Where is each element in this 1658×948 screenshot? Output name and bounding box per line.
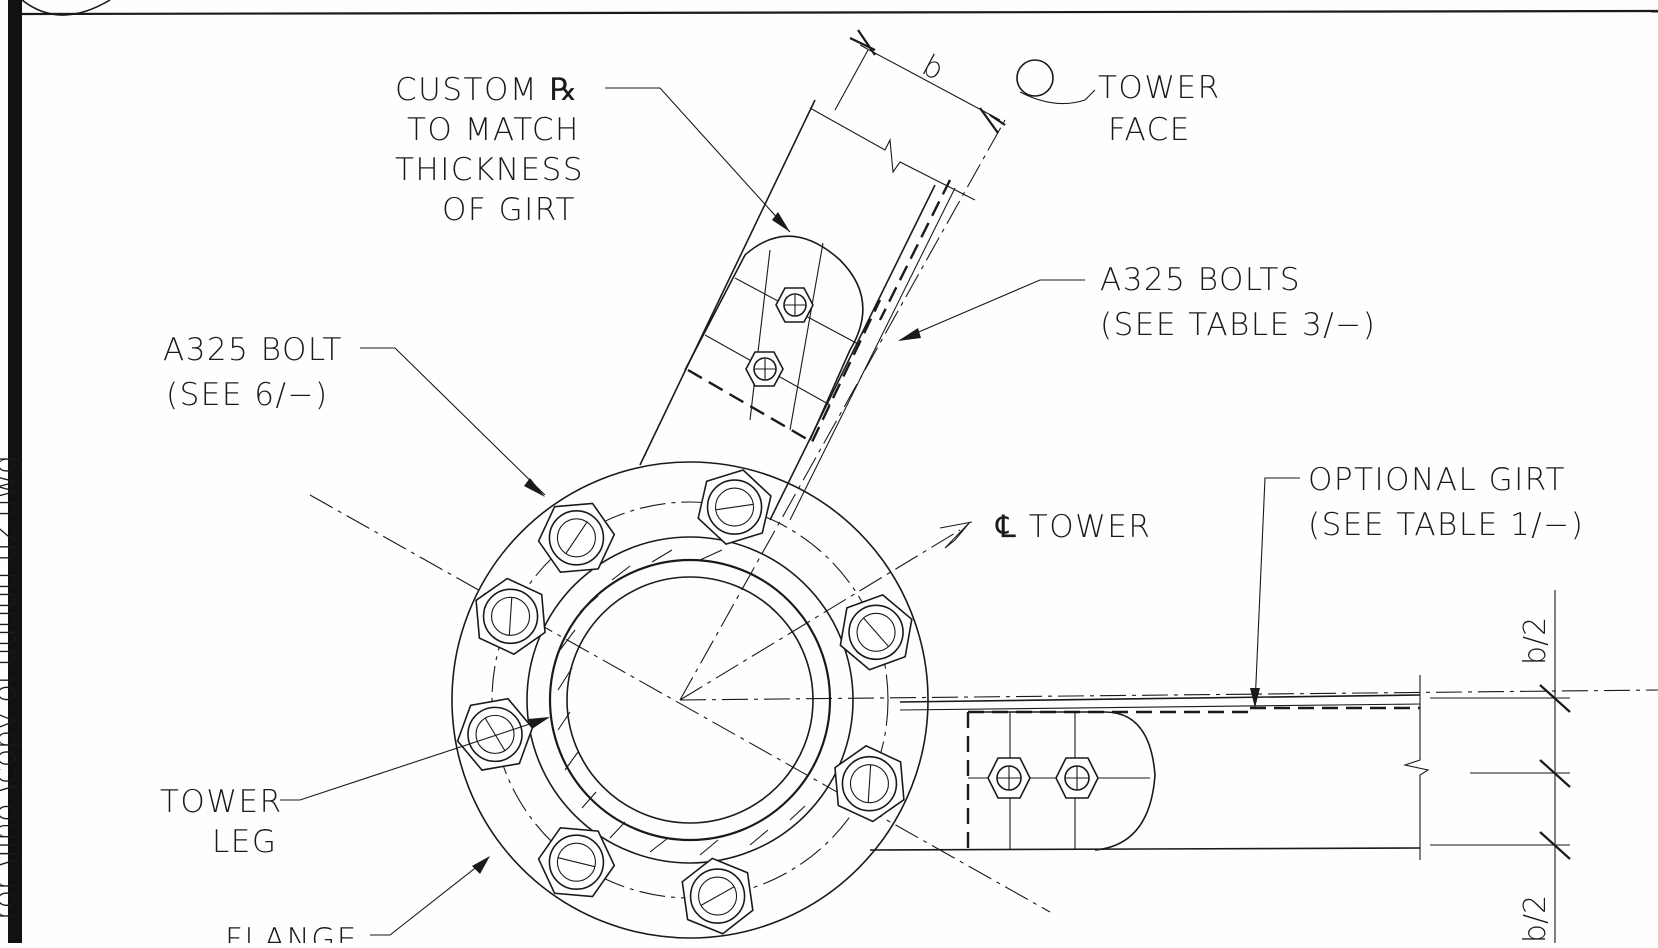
dimension-b-half-bottom: b/2 (1518, 895, 1553, 943)
flange-assembly (451, 461, 929, 939)
flange-bolt (697, 469, 772, 546)
label-tower-leg: TOWER LEG (160, 784, 283, 860)
optional-girt-line-2: (SEE TABLE 1/−) (1308, 507, 1584, 543)
flange-label: FLANGE (225, 922, 358, 943)
upper-plate-bolt (775, 287, 814, 323)
leaders (280, 59, 1300, 936)
flange-bolt (475, 577, 546, 656)
custom-plate-line-2: TO MATCH (407, 112, 580, 148)
flange-bolt (681, 857, 754, 935)
label-flange: FLANGE (225, 922, 358, 948)
tower-center-arrowhead (944, 521, 971, 549)
lower-girt-plate (869, 675, 1430, 860)
label-optional-girt: OPTIONAL GIRT (SEE TABLE 1/−) (1308, 462, 1584, 543)
tower-leg-inner (566, 576, 814, 824)
flange-outer (451, 461, 929, 939)
side-path-text: ror \Ilno \copy ol uuuuu uz.uwg (0, 456, 23, 920)
flange-bolt (537, 826, 616, 898)
diagonal-centerline (309, 494, 1051, 913)
label-tower-center: ℄ TOWER (995, 509, 1151, 545)
dimension-b-half: b/2 b/2 (1430, 590, 1571, 943)
tower-leg-hatch (557, 549, 806, 856)
custom-plate-line-1: CUSTOM ℞ (395, 72, 579, 108)
tower-face-centerline (679, 119, 1006, 701)
upper-plate-bolt (745, 351, 784, 387)
tower-face-line-2: FACE (1108, 112, 1191, 148)
tower-center-ray (679, 529, 961, 701)
dimension-b-half-top: b/2 (1518, 617, 1553, 665)
label-a325-bolts: A325 BOLTS (SEE TABLE 3/−) (1100, 262, 1376, 343)
a325-bolts-line-1: A325 BOLTS (1100, 262, 1301, 298)
tower-face-line-1: TOWER (1098, 70, 1221, 106)
flange-bolt (456, 697, 534, 771)
a325-bolt-line-1: A325 BOLT (163, 332, 343, 368)
circle-callout-icon (1016, 59, 1054, 97)
flange-bolt (839, 593, 913, 671)
tower-leg-line-2: LEG (212, 824, 277, 860)
a325-bolts-line-2: (SEE TABLE 3/−) (1100, 307, 1376, 343)
optional-girt-line-1: OPTIONAL GIRT (1308, 462, 1566, 498)
flange-bolts (456, 469, 913, 935)
sheet-border (8, 0, 1658, 943)
custom-plate-line-4: OF GIRT (442, 192, 576, 228)
dimension-b-label: b (916, 48, 949, 88)
dimension-b: b (834, 29, 1006, 134)
label-custom-plate: CUSTOM ℞ TO MATCH THICKNESS OF GIRT (395, 72, 584, 228)
upper-girt-plate (639, 99, 976, 521)
sheet-side-path: ror \Ilno \copy ol uuuuu uz.uwg (0, 456, 23, 920)
center-lines (309, 119, 1658, 913)
label-a325-bolt: A325 BOLT (SEE 6/−) (163, 332, 343, 413)
centerline-icon: ℄ TOWER (995, 509, 1151, 545)
label-tower-face: TOWER FACE (1098, 70, 1221, 148)
flange-inner-rim (526, 536, 854, 864)
lower-plate-bolt (1055, 757, 1099, 799)
horizontal-centerline (679, 689, 1658, 701)
tower-leg-outer (548, 558, 832, 842)
flange-bolt (834, 744, 905, 823)
custom-plate-line-3: THICKNESS (395, 152, 584, 188)
tower-leg-line-1: TOWER (160, 784, 283, 820)
arrowhead (772, 212, 790, 232)
flange-bolt (537, 502, 616, 574)
a325-bolt-line-2: (SEE 6/−) (166, 377, 329, 413)
lower-plate-bolt (987, 757, 1031, 799)
